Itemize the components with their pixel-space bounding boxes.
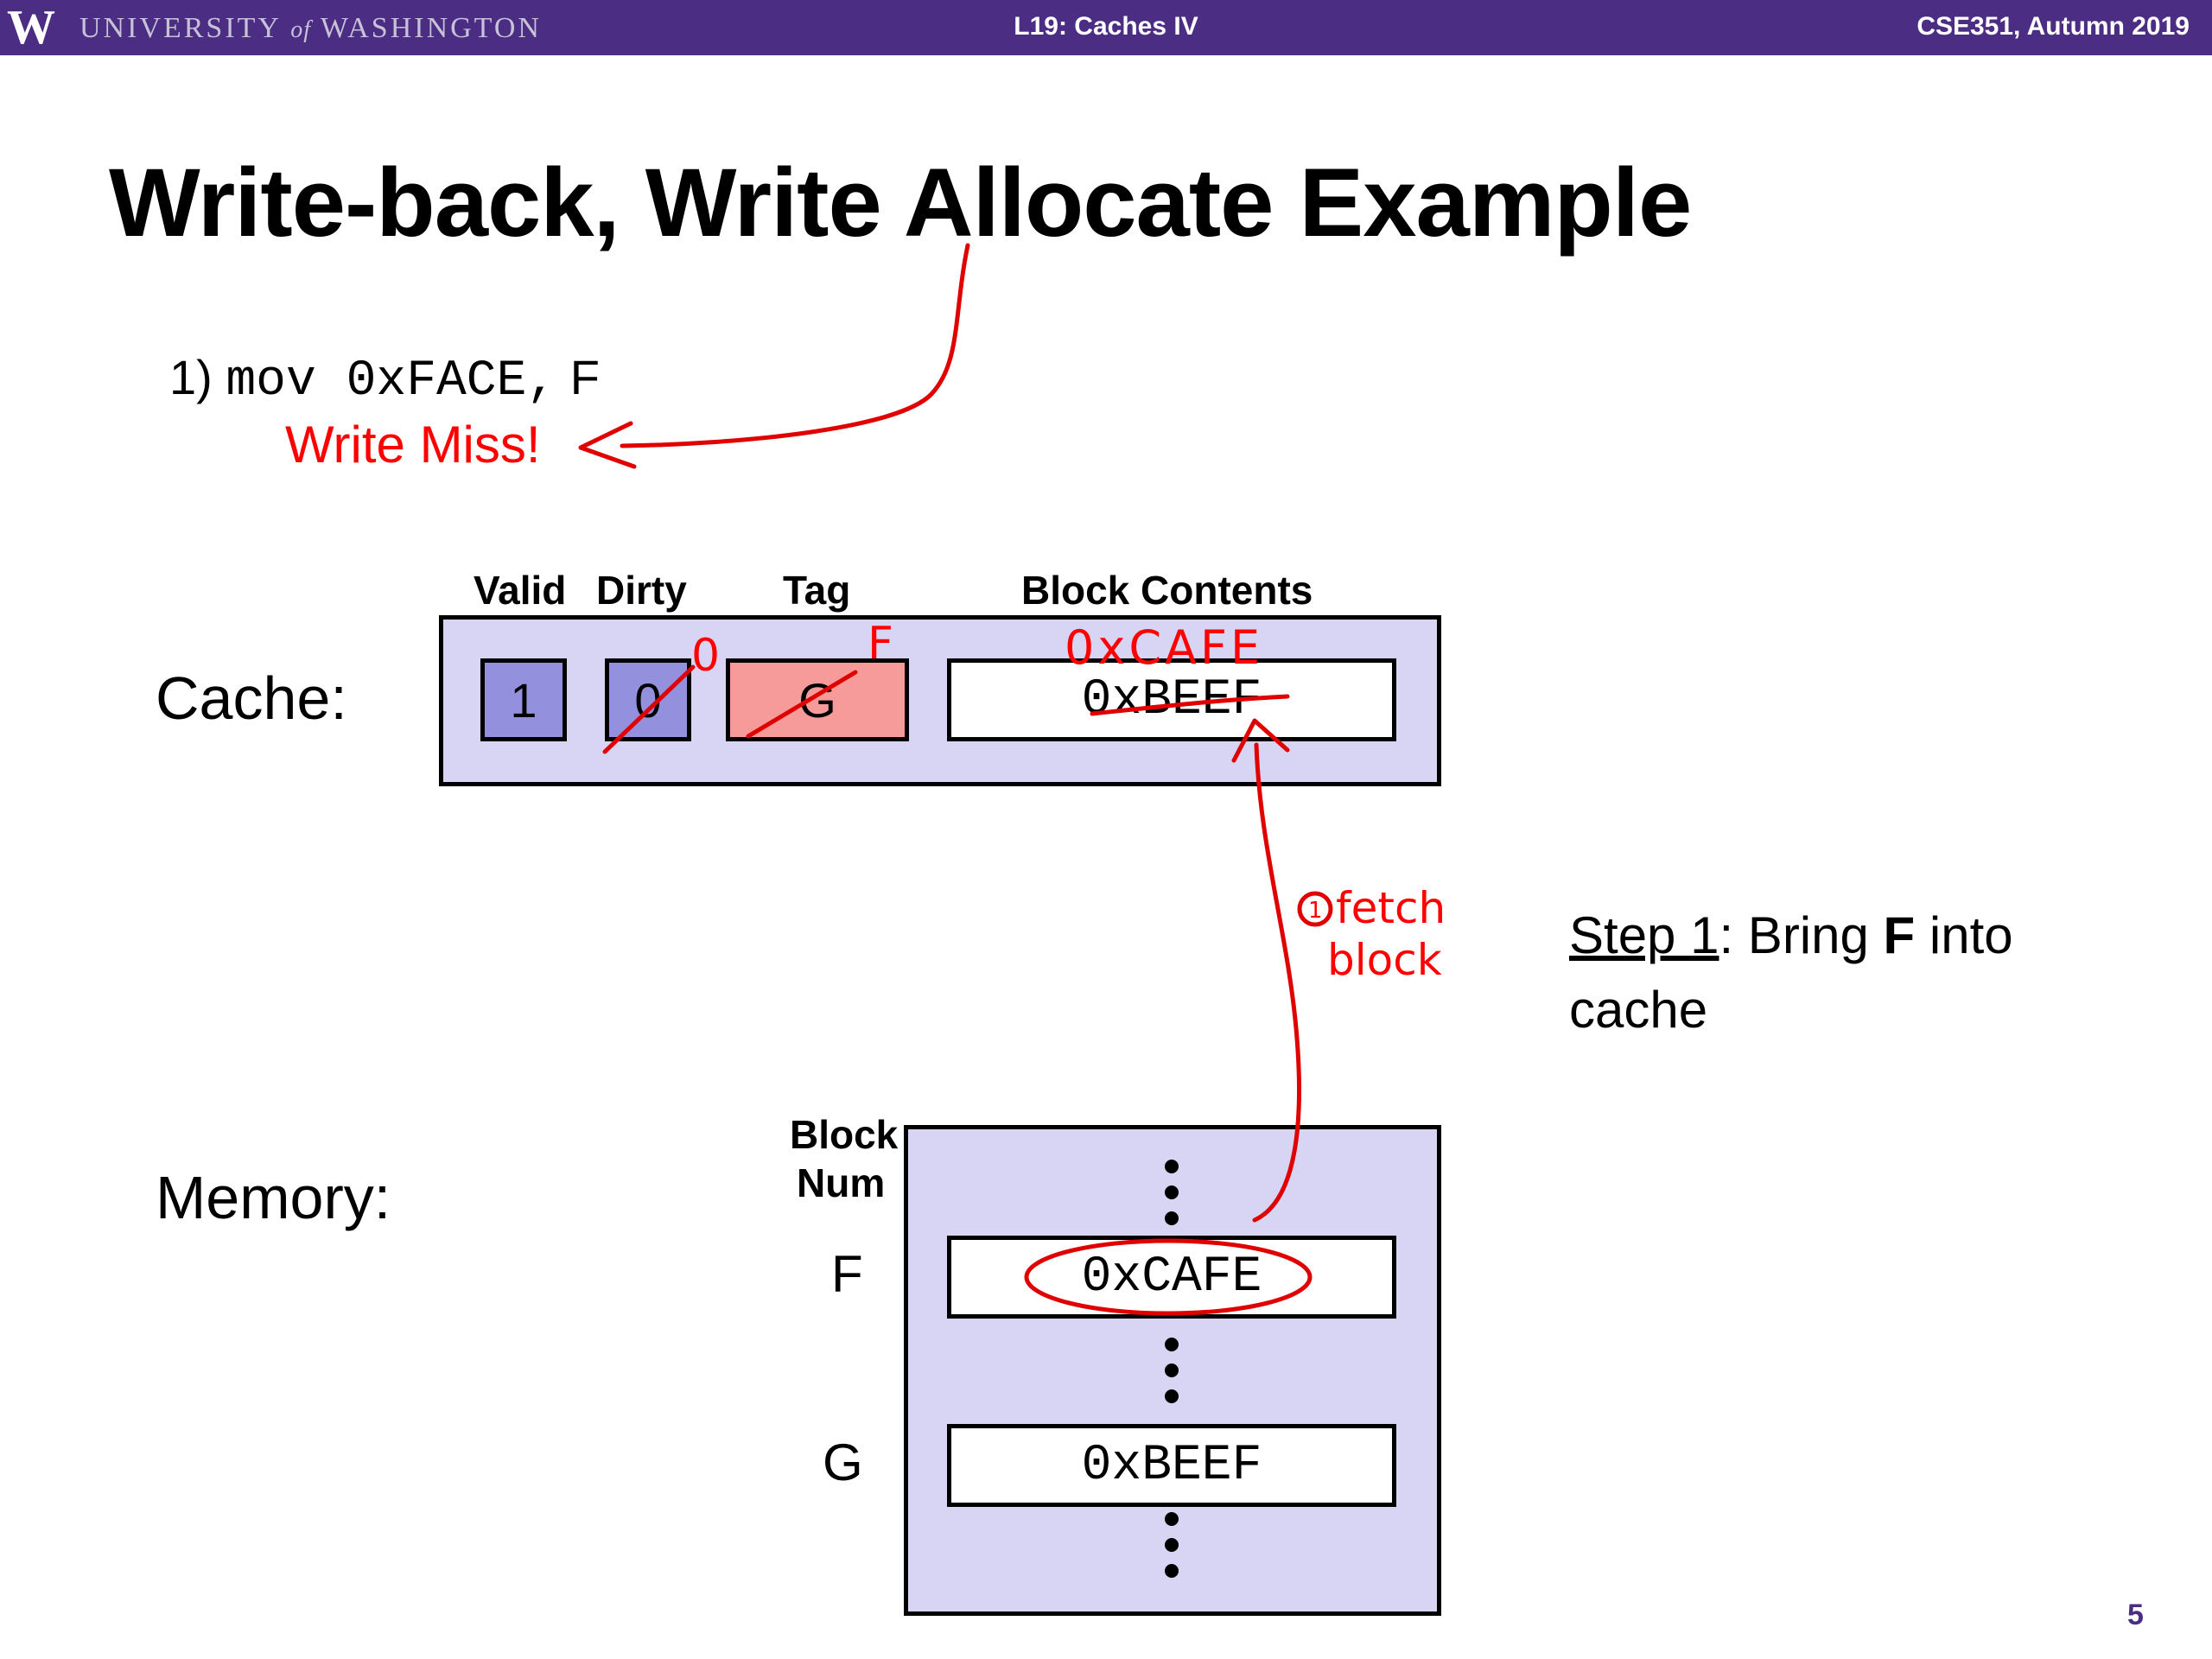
fetch-label-line1: fetch [1336,883,1446,933]
block-strike [1090,694,1290,716]
dirty-header: Dirty [596,568,687,613]
page-number: 5 [2127,1599,2144,1631]
memory-block: 0xCAFE [947,1236,1396,1319]
step-description: Step 1: Bring F into cache [1569,906,2013,1039]
fetch-step-number: 1 [1308,898,1323,924]
valid-bit: 1 [480,658,567,741]
step-label: Step 1 [1569,906,1719,964]
dirty-strike [602,664,696,754]
cache-label: Cache: [156,664,347,732]
dirty-new-value: 0 [691,630,720,682]
valid-header: Valid [474,568,567,613]
block-num-header-line1: Block [790,1112,899,1157]
cache-tag: G [726,658,909,741]
slide-title: Write-back, Write Allocate Example [109,149,1692,257]
instruction-arg: F [569,350,601,404]
course-name: CSE351, Autumn 2019 [1916,12,2190,41]
instruction-code: mov 0xFACE, [226,353,557,410]
tag-strike [746,670,858,739]
tag-new-value: F [868,618,893,670]
header-bar: W UNIVERSITY of WASHINGTON L19: Caches I… [0,0,2212,55]
write-miss-arrow [620,243,970,448]
memory-row-label: F [831,1245,863,1303]
arrowhead [578,421,637,469]
fetch-arrowhead [1231,718,1290,763]
ellipsis-dots [1165,1160,1179,1578]
fetch-arrow [1252,742,1301,1223]
memory-circle [1024,1238,1313,1316]
instruction: 1) mov 0xFACE, F [169,350,601,410]
uw-logo: W [7,1,55,54]
block-contents-header: Block Contents [1021,568,1313,613]
fetch-label-line2: block [1327,935,1442,985]
memory-label: Memory: [156,1164,391,1231]
write-miss-label: Write Miss! [285,416,541,474]
memory-block: 0xBEEF [947,1424,1396,1507]
memory-row-label: G [823,1433,863,1491]
step-circle [1297,891,1333,927]
block-num-header-line2: Num [797,1160,886,1205]
block-new-value: 0xCAFE [1065,620,1263,675]
university-name: UNIVERSITY of WASHINGTON [79,12,542,44]
lecture-title: L19: Caches IV [1014,12,1198,41]
tag-header: Tag [783,568,851,613]
